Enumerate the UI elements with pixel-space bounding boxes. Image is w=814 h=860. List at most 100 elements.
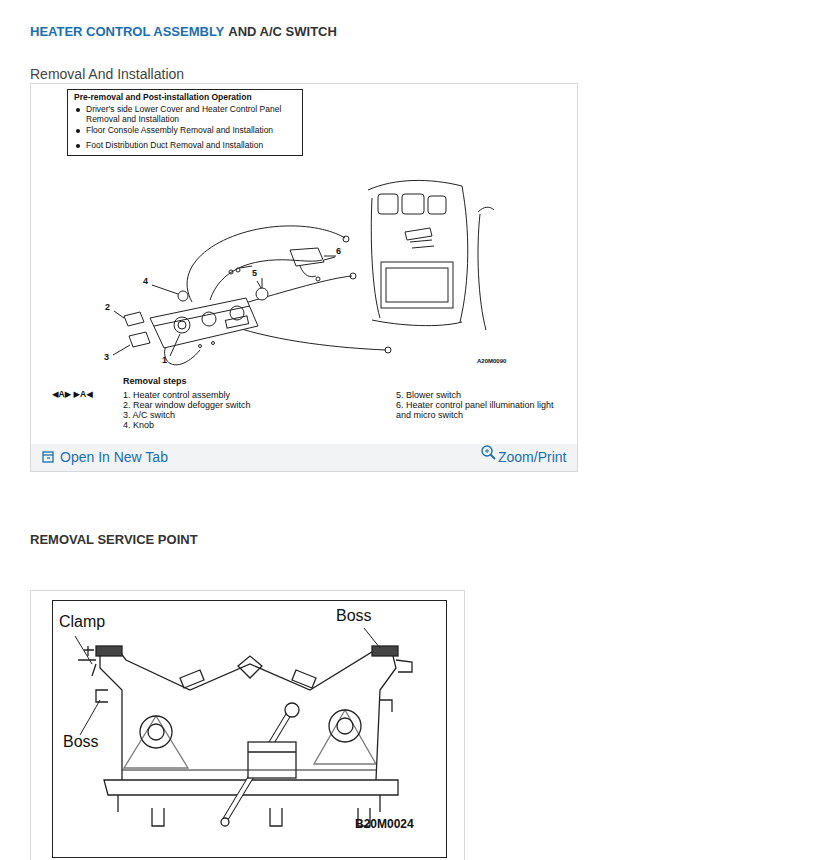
drawing-stroke — [236, 268, 240, 272]
callout-number: 4 — [143, 276, 148, 286]
section-heading: REMOVAL SERVICE POINT — [30, 533, 198, 548]
drawing-stroke — [122, 770, 376, 771]
bullet-dot — [76, 129, 80, 133]
drawing-stroke — [148, 724, 164, 740]
drawing-stroke — [343, 236, 349, 242]
drawing-stroke — [285, 703, 299, 717]
drawing-stroke — [428, 196, 446, 214]
drawing-stroke — [212, 342, 215, 345]
drawing-stroke — [378, 194, 398, 214]
drawing-stroke — [31, 444, 577, 471]
heater-control-drawing — [113, 180, 494, 364]
heater-control-unit-drawing — [75, 628, 412, 826]
link-button: Open In New Tab — [60, 449, 168, 465]
drawing-stroke — [372, 320, 462, 326]
part-label: Boss — [63, 733, 99, 751]
link-button: Zoom/Print — [498, 449, 566, 465]
drawing-stroke — [84, 646, 94, 656]
note-text: Foot Distribution Duct Removal and Insta… — [86, 140, 263, 150]
bullet-item: Driver's side Lower Cover and Heater Con… — [74, 105, 296, 125]
figure-code: B20M0024 — [355, 818, 414, 832]
callout-number: 3 — [104, 352, 109, 362]
drawing-stroke — [43, 454, 53, 455]
drawing-stroke — [229, 270, 233, 274]
part-label: Boss — [336, 607, 372, 625]
step-item: 5. Blower switch — [396, 390, 461, 400]
drawing-stroke — [380, 660, 412, 712]
drawing-stroke — [187, 226, 345, 302]
drawing-stroke — [53, 601, 447, 858]
drawing-stroke — [256, 288, 268, 300]
drawing-stroke — [232, 326, 386, 350]
drawing-stroke — [31, 84, 578, 472]
bullet-dot — [76, 144, 80, 148]
drawing-stroke — [178, 291, 188, 301]
callout-number: 1 — [162, 355, 167, 365]
drawing-stroke — [238, 276, 352, 305]
note-text: Floor Console Assembly Removal and Insta… — [86, 125, 273, 135]
list-heading: Removal steps — [123, 376, 187, 386]
callout-number: 2 — [105, 302, 110, 312]
drawing-stroke — [225, 316, 248, 328]
drawing-stroke — [124, 716, 188, 768]
drawing-stroke — [150, 298, 258, 348]
drawing-stroke — [124, 312, 144, 326]
drawing-stroke — [324, 257, 335, 260]
drawing-stroke — [238, 656, 262, 678]
bullet-dot — [76, 108, 80, 112]
drawing-stroke — [324, 256, 336, 257]
drawing-stroke — [114, 311, 124, 318]
drawing-stroke — [350, 273, 356, 279]
drawing-stroke — [410, 240, 434, 248]
drawing-stroke — [385, 347, 391, 353]
drawing-stroke — [170, 334, 180, 356]
drawing-stroke — [78, 660, 108, 702]
drawing-stroke — [371, 198, 380, 318]
bullet-item: Foot Distribution Duct Removal and Insta… — [74, 141, 296, 151]
drawing-stroke — [368, 180, 462, 190]
drawing-stroke — [202, 312, 216, 326]
drawing-stroke — [316, 277, 320, 281]
drawing-stroke — [118, 795, 380, 812]
service-mark: ◀A▶ ▶A◀ — [52, 390, 93, 400]
note-text: Driver's side Lower Cover and Heater Con… — [86, 104, 281, 124]
drawing-stroke — [386, 268, 448, 302]
drawing-stroke — [402, 194, 424, 214]
note-box: Pre-removal and Post-installation Operat… — [67, 89, 303, 156]
drawing-stroke — [262, 278, 263, 288]
drawing-stroke — [290, 248, 324, 266]
drawing-stroke — [75, 636, 92, 664]
drawing-stroke — [174, 317, 190, 333]
figure-card — [31, 591, 465, 860]
drawing-stroke — [300, 266, 316, 277]
drawing-stroke — [460, 186, 468, 322]
drawing-stroke — [180, 670, 316, 688]
drawing-stroke — [221, 818, 229, 826]
callout-number: 6 — [336, 246, 341, 256]
drawing-stroke — [405, 228, 432, 240]
drawing-stroke — [199, 345, 202, 348]
drawing-stroke — [487, 449, 488, 453]
part-label: Clamp — [59, 613, 105, 631]
drawing-stroke — [100, 652, 396, 780]
drawing-stroke — [129, 332, 150, 347]
drawing-stroke — [329, 710, 361, 742]
drawing-stroke — [314, 710, 376, 764]
drawing-stroke — [210, 260, 322, 300]
drawing-stroke — [31, 591, 465, 860]
note-heading: Pre-removal and Post-installation Operat… — [74, 93, 296, 103]
drawing-stroke — [248, 742, 296, 778]
note-text: Pre-removal and Post-installation Operat… — [74, 92, 252, 102]
step-item: 1. Heater control assembly — [123, 390, 230, 400]
section-heading: Removal And Installation — [30, 66, 184, 82]
title-row: HEATER CONTROL ASSEMBLYAND A/C SWITCH — [30, 25, 337, 40]
drawing-stroke — [372, 646, 398, 656]
drawing-stroke — [381, 262, 453, 308]
step-item: 3. A/C switch — [123, 410, 175, 420]
step-item: 6. Heater control panel illumination lig… — [396, 400, 566, 421]
drawing-stroke — [152, 285, 178, 294]
drawing-stroke — [96, 646, 122, 656]
drawing-stroke — [364, 628, 380, 648]
